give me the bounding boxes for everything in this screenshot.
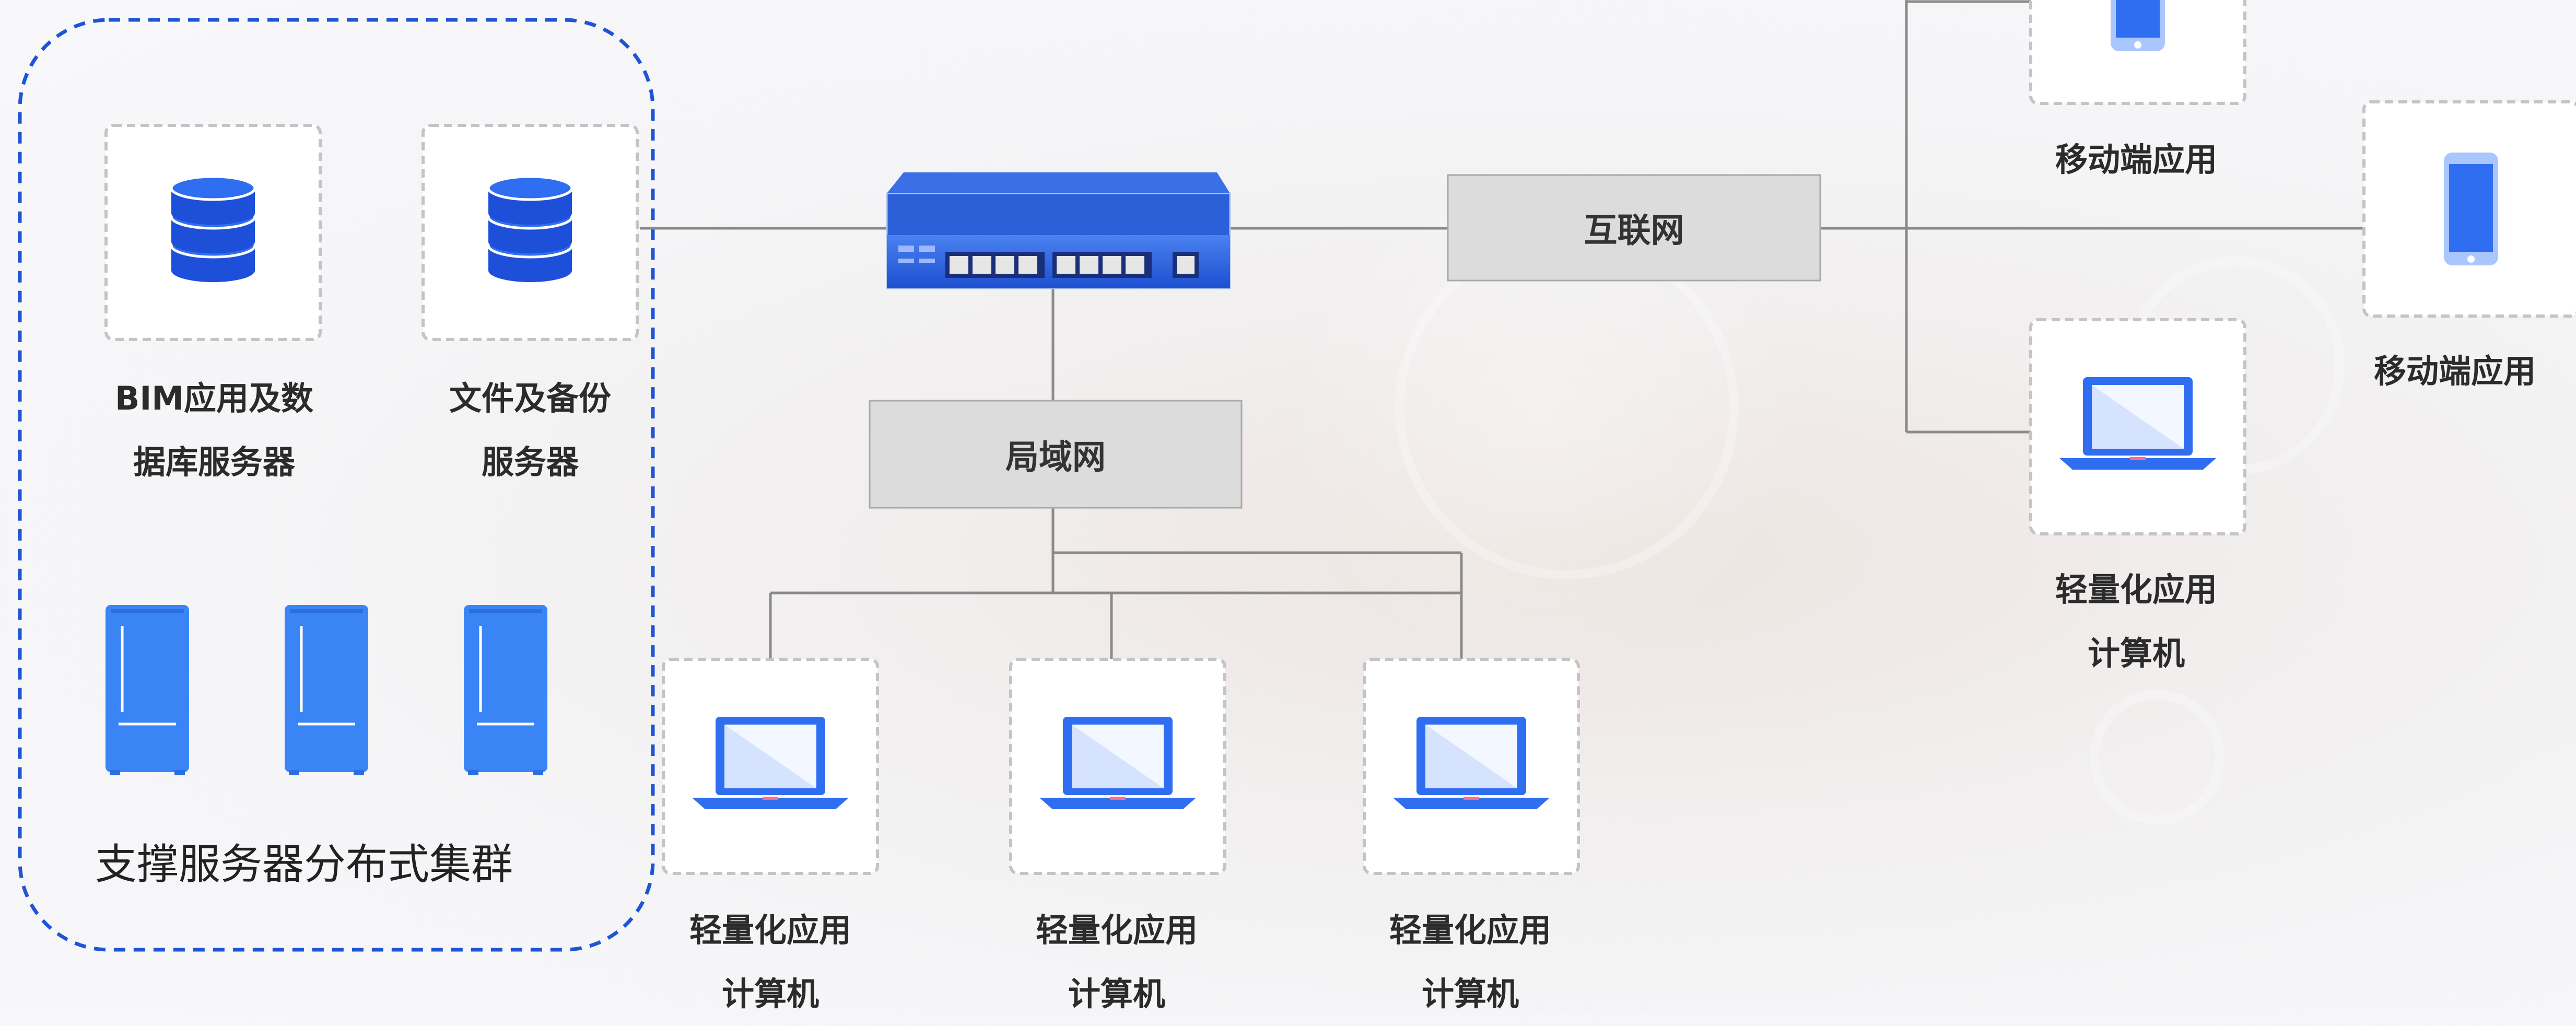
- laptop-icon: [1393, 717, 1550, 809]
- cluster-label: 支撑服务器分布式集群: [95, 840, 513, 889]
- lan-box: [869, 400, 1243, 509]
- database-icon: [170, 175, 256, 282]
- icons: [106, 0, 2498, 809]
- database-icon: [487, 175, 573, 282]
- remote-client-label: 轻量化应用计算机: [2055, 570, 2217, 672]
- laptop-icon: [2059, 377, 2216, 470]
- server-label-bim: BIM应用及数据库服务器: [114, 379, 314, 481]
- network-switch-icon: [886, 172, 1231, 289]
- mobile-app-label-2: 移动端应用: [2373, 352, 2536, 390]
- phone-icon: [2444, 153, 2498, 265]
- server-cabinet-icon: [285, 605, 368, 775]
- lan-client-label-1: 轻量化应用计算机: [689, 911, 851, 1013]
- laptop-icon: [692, 717, 849, 809]
- lan-label: 局域网: [1005, 438, 1106, 477]
- server-cabinet-icon: [464, 605, 547, 775]
- phone-icon: [2111, 0, 2165, 51]
- cluster-boundary: [18, 18, 655, 952]
- internet-label: 互联网: [1584, 212, 1684, 250]
- mobile-app-label-1: 移动端应用: [2055, 141, 2217, 179]
- tile-mobile-1: [2029, 0, 2246, 105]
- server-label-file: 文件及备份服务器: [449, 379, 611, 481]
- laptop-icon: [1039, 717, 1196, 809]
- internet-box: [1447, 174, 1821, 282]
- server-cabinet-icon: [106, 605, 189, 775]
- lan-client-label-3: 轻量化应用计算机: [1389, 911, 1551, 1013]
- lan-client-label-2: 轻量化应用计算机: [1035, 911, 1198, 1013]
- connection-lines: [640, 0, 2364, 659]
